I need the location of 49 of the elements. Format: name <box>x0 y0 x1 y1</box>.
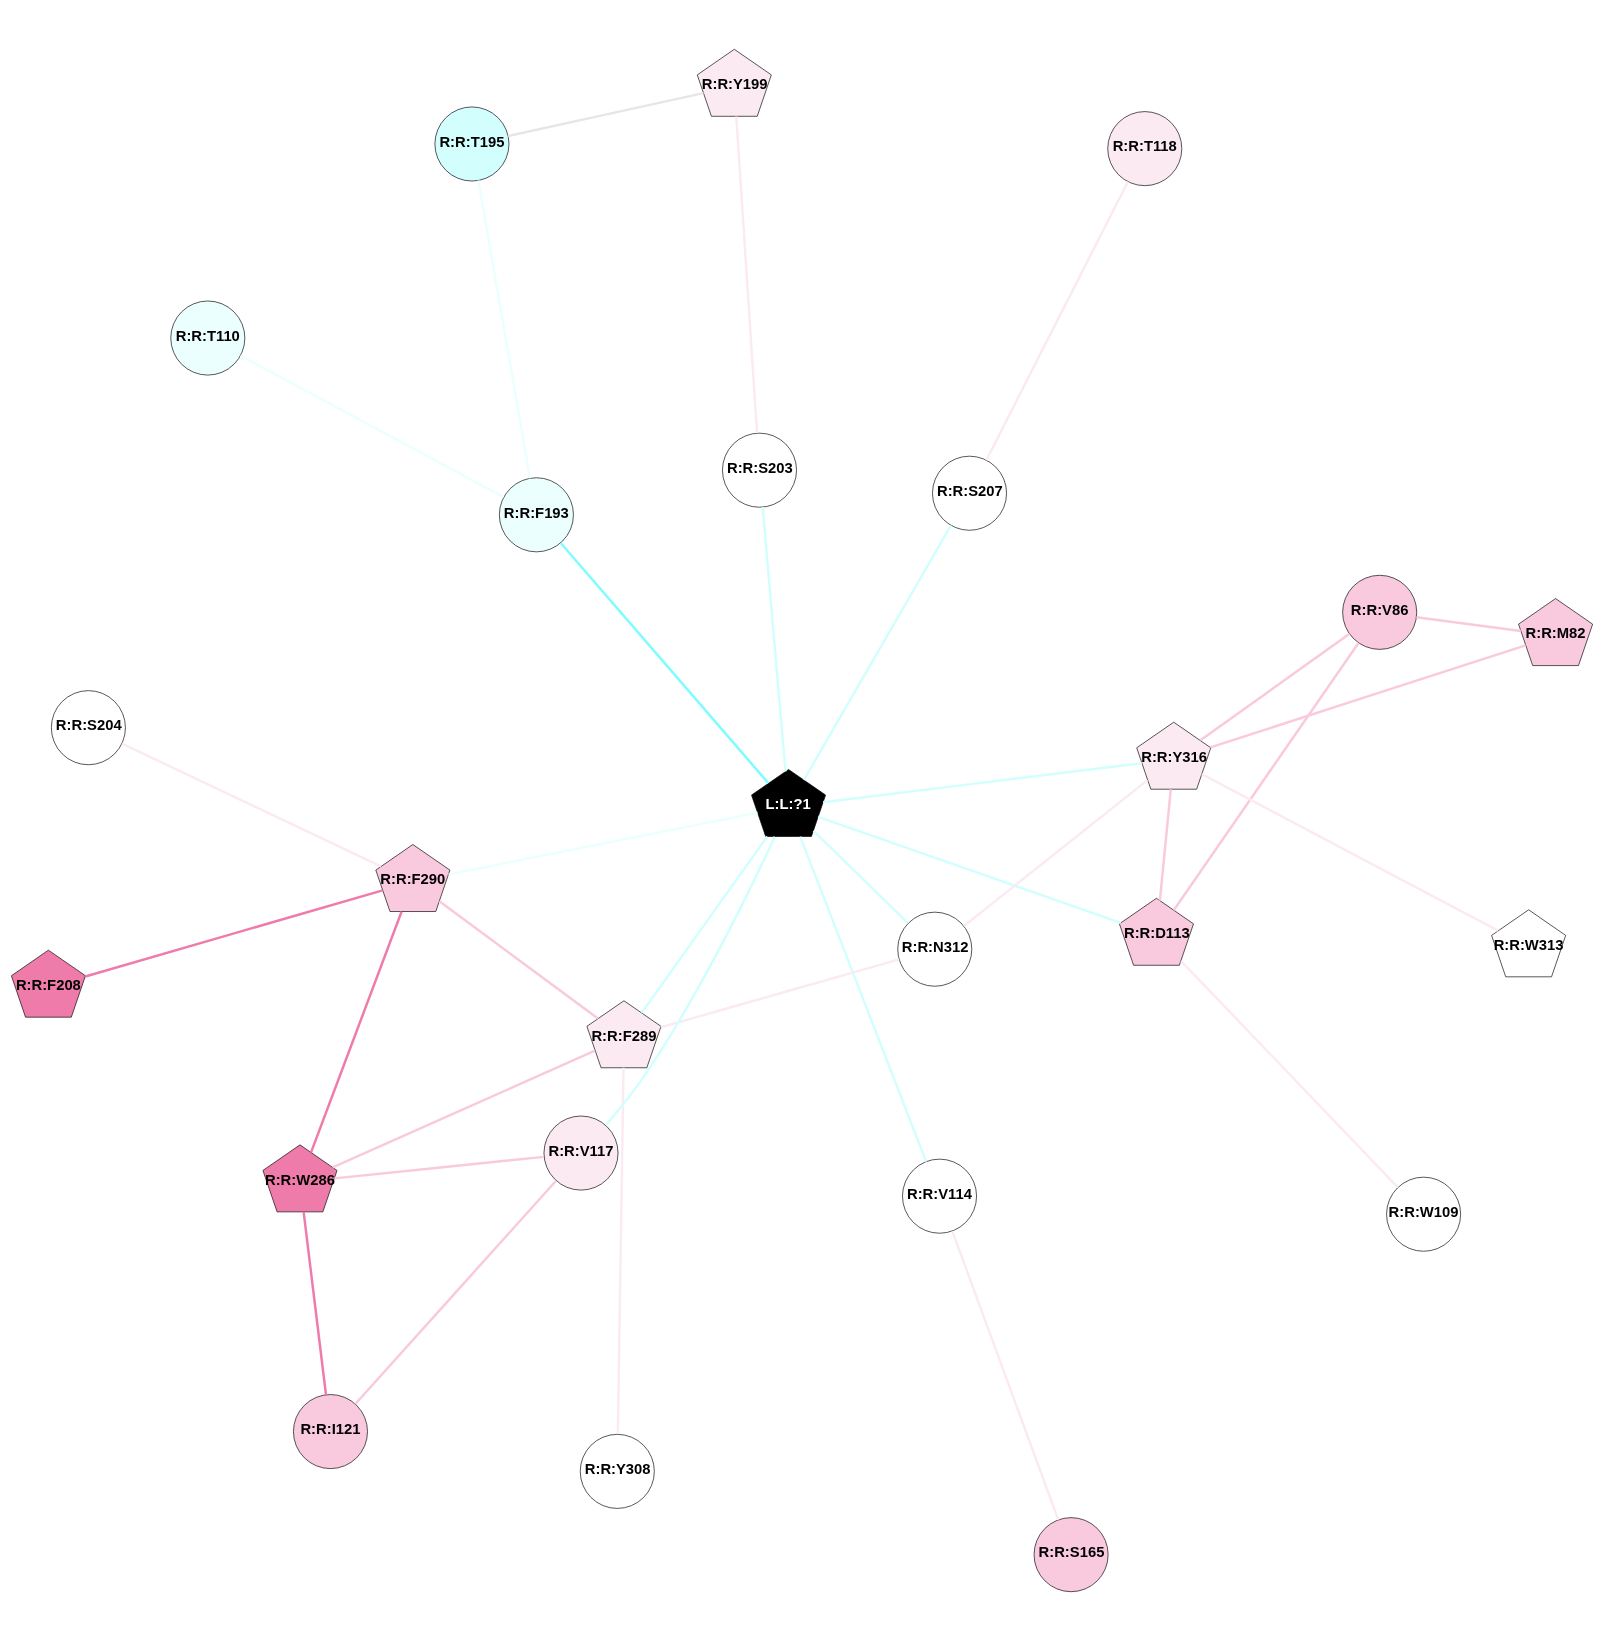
node-circle: R:R:I121 <box>293 1393 368 1469</box>
connector <box>239 354 505 498</box>
connector <box>817 815 1122 924</box>
connector <box>660 957 900 1028</box>
node-circle: R:R:S203 <box>722 432 797 508</box>
connector <box>1210 643 1526 749</box>
connector <box>121 742 382 867</box>
connector <box>309 910 403 1153</box>
connector <box>640 835 769 1013</box>
connector <box>604 835 776 1126</box>
connector <box>354 1179 557 1405</box>
node-circle: R:R:V117 <box>543 1115 619 1190</box>
node-circle: R:R:T110 <box>170 300 246 375</box>
connector <box>963 778 1149 927</box>
node-circle: R:R:W109 <box>1386 1176 1461 1252</box>
connector <box>1158 788 1172 901</box>
connector <box>1180 959 1399 1188</box>
connector <box>951 1230 1060 1520</box>
node-circle: R:R:S207 <box>932 455 1007 531</box>
connector <box>302 1211 328 1395</box>
connector <box>438 899 599 1020</box>
node-circle: R:R:S165 <box>1033 1516 1109 1592</box>
node-circle: R:R:T118 <box>1107 110 1183 186</box>
connector <box>823 761 1143 803</box>
connector <box>334 1155 545 1180</box>
connector <box>559 541 770 784</box>
connector <box>448 811 758 876</box>
connector <box>761 506 787 772</box>
node-circle: R:R:T195 <box>434 106 510 181</box>
connector <box>735 115 759 433</box>
node-circle: R:R:V114 <box>902 1158 977 1234</box>
node-circle: R:R:V86 <box>1342 574 1418 650</box>
node-circle: R:R:F193 <box>499 476 574 552</box>
connector <box>1201 772 1499 932</box>
node-circle: R:R:Y308 <box>579 1433 655 1509</box>
connector <box>812 829 909 924</box>
connector <box>616 1067 625 1434</box>
node-circle: R:R:N312 <box>897 911 973 987</box>
connector <box>85 888 383 978</box>
connector <box>799 835 928 1162</box>
connector <box>985 180 1129 461</box>
connector <box>1172 641 1360 911</box>
node-circle: R:R:S204 <box>51 689 126 765</box>
connector <box>1199 632 1351 741</box>
connector <box>507 91 704 137</box>
connector <box>802 524 952 780</box>
connector <box>477 179 532 478</box>
connector <box>332 1049 596 1168</box>
connector <box>1416 615 1521 632</box>
